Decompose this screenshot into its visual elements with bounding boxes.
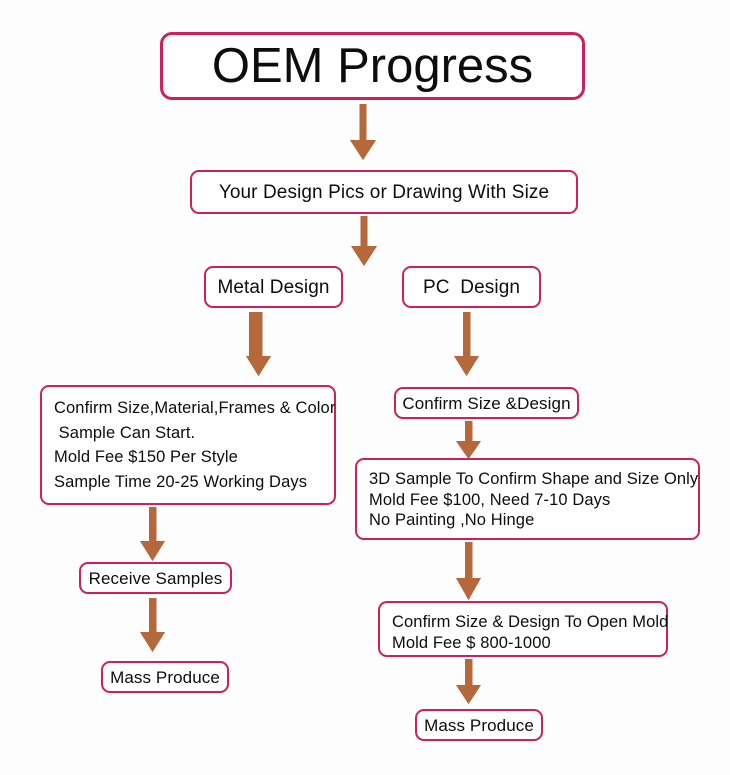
node-pc-3d-sample-line-1: 3D Sample To Confirm Shape and Size Only xyxy=(369,470,699,488)
node-pc-3d-sample: 3D Sample To Confirm Shape and Size Only… xyxy=(355,458,700,540)
arrow-pc-design-to-confirm xyxy=(452,312,482,382)
node-receive-samples: Receive Samples xyxy=(79,562,232,594)
node-metal-mass-produce: Mass Produce xyxy=(101,661,229,693)
node-title-label: OEM Progress xyxy=(211,38,534,93)
node-pc-3d-sample-line-2: Mold Fee $100, Need 7-10 Days xyxy=(369,490,611,509)
node-receive-samples-label: Receive Samples xyxy=(88,568,223,588)
node-pc-mass-produce-label: Mass Produce xyxy=(424,715,534,735)
node-pc-open-mold-line-1: Confirm Size & Design To Open Mold xyxy=(392,613,669,631)
node-metal-design: Metal Design xyxy=(204,266,343,308)
node-metal-design-label: Metal Design xyxy=(217,276,330,298)
arrow-receive-samples-to-mass-produce xyxy=(138,598,168,656)
node-pc-confirm: Confirm Size &Design xyxy=(394,387,579,419)
arrow-3d-sample-to-open-mold xyxy=(454,542,484,604)
node-title: OEM Progress xyxy=(160,32,585,100)
arrow-metal-design-to-confirm xyxy=(244,312,274,382)
node-design-input: Your Design Pics or Drawing With Size xyxy=(190,170,578,214)
arrow-title-to-design-input xyxy=(347,104,379,166)
node-pc-confirm-label: Confirm Size &Design xyxy=(402,393,571,413)
arrow-pc-confirm-to-3d-sample xyxy=(454,421,484,463)
node-pc-design: PC Design xyxy=(402,266,541,308)
node-metal-confirm-line-4: Sample Time 20-25 Working Days xyxy=(54,472,308,491)
node-pc-mass-produce: Mass Produce xyxy=(415,709,543,741)
node-metal-confirm-line-1: Confirm Size,Material,Frames & Color xyxy=(54,399,336,417)
node-pc-design-label: PC Design xyxy=(422,276,521,298)
node-metal-confirm-line-2: Sample Can Start. xyxy=(54,423,196,442)
node-pc-open-mold-line-2: Mold Fee $ 800-1000 xyxy=(392,633,551,652)
arrow-open-mold-to-mass-produce xyxy=(454,659,484,707)
node-pc-3d-sample-line-3: No Painting ,No Hinge xyxy=(369,511,535,529)
node-design-input-label: Your Design Pics or Drawing With Size xyxy=(218,181,550,203)
node-metal-confirm: Confirm Size,Material,Frames & Color Sam… xyxy=(40,385,336,505)
node-metal-mass-produce-label: Mass Produce xyxy=(110,667,220,687)
node-pc-open-mold: Confirm Size & Design To Open Mold Mold … xyxy=(378,601,668,657)
arrow-design-input-to-branches xyxy=(348,216,380,270)
arrow-metal-confirm-to-receive-samples xyxy=(138,507,168,565)
node-metal-confirm-line-3: Mold Fee $150 Per Style xyxy=(54,448,238,466)
